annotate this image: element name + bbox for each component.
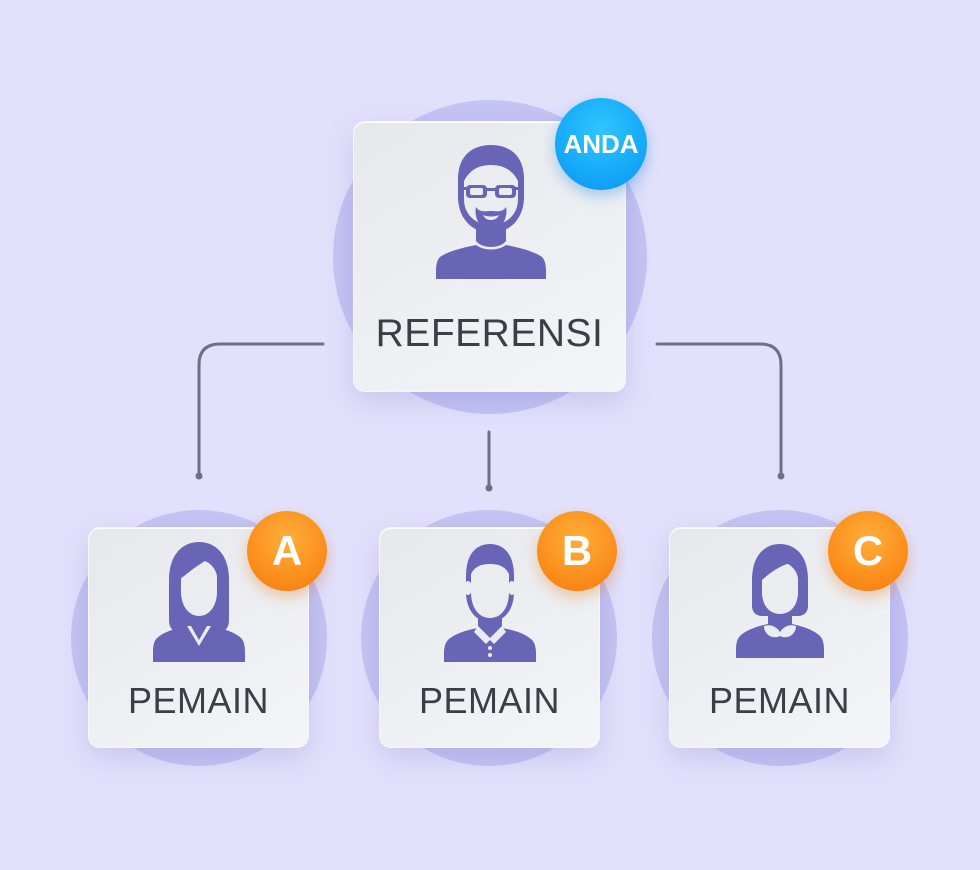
player-c-label: PEMAIN xyxy=(708,680,851,721)
connector-left xyxy=(197,342,325,476)
connector-right-dot xyxy=(777,472,785,480)
woman-short-hair-icon xyxy=(736,544,824,658)
player-a-badge: A xyxy=(247,511,327,591)
referrer-label: REFERENSI xyxy=(375,312,604,355)
connector-left-dot xyxy=(195,472,203,480)
you-badge: ANDA xyxy=(555,98,647,190)
player-c-badge: C xyxy=(828,511,908,591)
player-b-badge: B xyxy=(537,511,617,591)
woman-long-hair-icon xyxy=(153,542,245,662)
player-b-card: PEMAIN xyxy=(379,527,600,748)
referrer-card: REFERENSI xyxy=(353,121,626,392)
man-with-glasses-and-beard-icon xyxy=(436,145,546,279)
connector-right xyxy=(655,342,783,476)
player-b-label: PEMAIN xyxy=(418,680,561,721)
player-a-label: PEMAIN xyxy=(127,680,270,721)
man-with-collar-icon xyxy=(444,544,536,662)
connector-center-dot xyxy=(485,484,493,492)
